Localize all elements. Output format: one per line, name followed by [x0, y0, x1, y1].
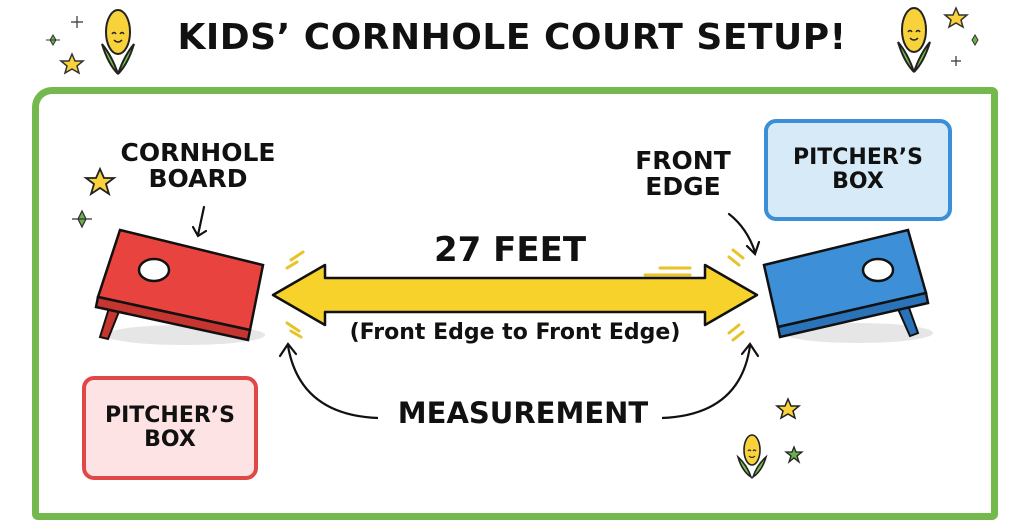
box-label-line: BOX [832, 169, 884, 194]
star-icon [46, 34, 60, 46]
box-label-line: BOX [144, 427, 196, 452]
sparkle-icon [951, 56, 961, 66]
star-icon [72, 166, 117, 229]
label-line: FRONT [635, 146, 731, 175]
star-icon [774, 397, 802, 420]
page-title: KIDS’ CORNHOLE COURT SETUP! [177, 17, 847, 58]
corn-mascot-icon [736, 397, 804, 479]
cornhole-board-label: CORNHOLE BOARD [118, 138, 278, 194]
board-hole [137, 257, 171, 283]
pitchers-box-left: PITCHER’S BOX [82, 376, 258, 480]
board-hole [861, 257, 895, 283]
distance-note: (Front Edge to Front Edge) [349, 320, 681, 345]
arrow-down-right-icon [727, 212, 761, 257]
label-line: BOARD [148, 164, 248, 194]
box-label-line: PITCHER’S [104, 402, 236, 428]
arrow-down-icon [191, 205, 208, 238]
star-icon [942, 6, 970, 29]
box-label-line: PITCHER’S [792, 144, 924, 170]
star-icon [784, 445, 804, 464]
star-icon [971, 34, 979, 46]
corn-mascot-icon [46, 9, 135, 75]
right-cornhole-board [762, 228, 933, 343]
corn-mascot-icon [897, 6, 979, 73]
front-edge-label: FRONT EDGE [618, 146, 748, 202]
label-line: CORNHOLE [120, 138, 276, 167]
label-line: EDGE [645, 172, 721, 202]
measurement-bracket [278, 342, 760, 420]
pitchers-box-right: PITCHER’S BOX [764, 119, 952, 221]
measurement-label: MEASUREMENT [397, 396, 649, 430]
distance-label: 27 FEET [433, 230, 587, 270]
distance-arrow [271, 248, 759, 342]
star-icon [58, 52, 86, 75]
sparkle-icon [71, 16, 83, 28]
left-cornhole-board [94, 228, 265, 345]
